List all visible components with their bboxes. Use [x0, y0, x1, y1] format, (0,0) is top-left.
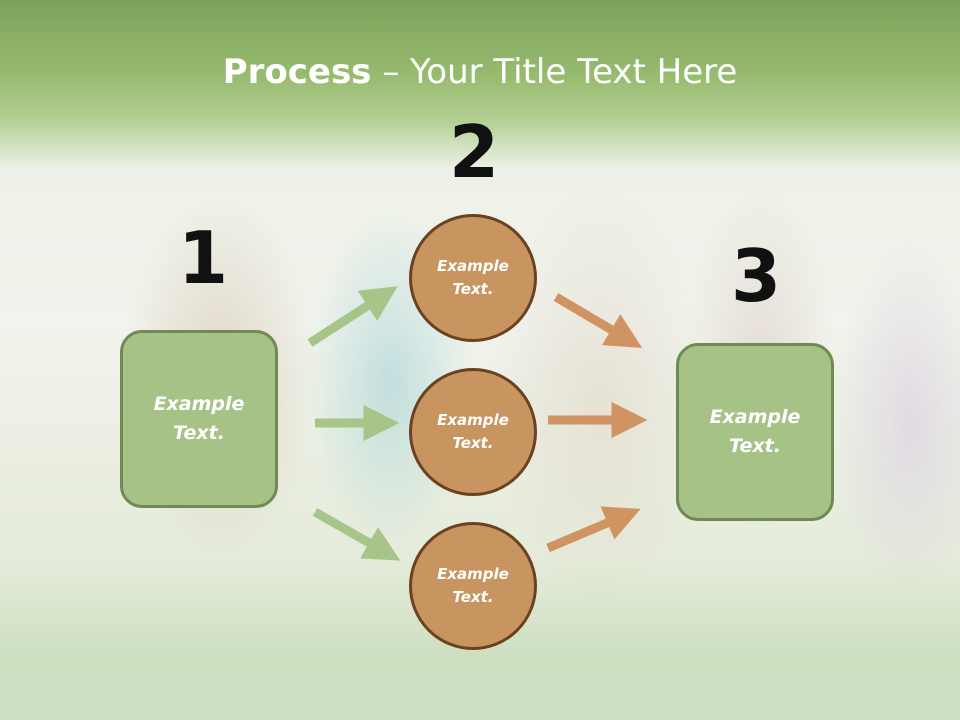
header-band	[0, 0, 960, 170]
circle-top-line2: Text.	[452, 280, 494, 298]
step-number-2: 2	[449, 110, 500, 194]
circle-middle: Example Text.	[409, 368, 537, 496]
arrow-green-down	[312, 508, 401, 561]
arrow-orange-down	[553, 293, 643, 348]
right-box-line1: Example	[709, 406, 801, 428]
right-box-line2: Text.	[729, 435, 781, 457]
circle-middle-line2: Text.	[452, 434, 494, 452]
right-box: Example Text.	[676, 343, 834, 521]
circle-top-line1: Example	[437, 257, 509, 275]
circle-bottom-line2: Text.	[452, 588, 494, 606]
circle-bottom: Example Text.	[409, 522, 537, 650]
left-box-line1: Example	[153, 393, 245, 415]
title-bold: Process	[222, 52, 372, 92]
circle-middle-line1: Example	[437, 411, 509, 429]
circle-top: Example Text.	[409, 214, 537, 342]
arrow-orange-up	[546, 506, 641, 553]
step-number-1: 1	[178, 216, 229, 300]
slide-title: Process – Your Title Text Here	[0, 52, 960, 92]
left-box-line2: Text.	[173, 422, 225, 444]
arrow-green-up	[307, 286, 398, 347]
title-rest: – Your Title Text Here	[371, 52, 738, 92]
step-number-3: 3	[731, 234, 782, 318]
circle-bottom-line1: Example	[437, 565, 509, 583]
left-box: Example Text.	[120, 330, 278, 508]
